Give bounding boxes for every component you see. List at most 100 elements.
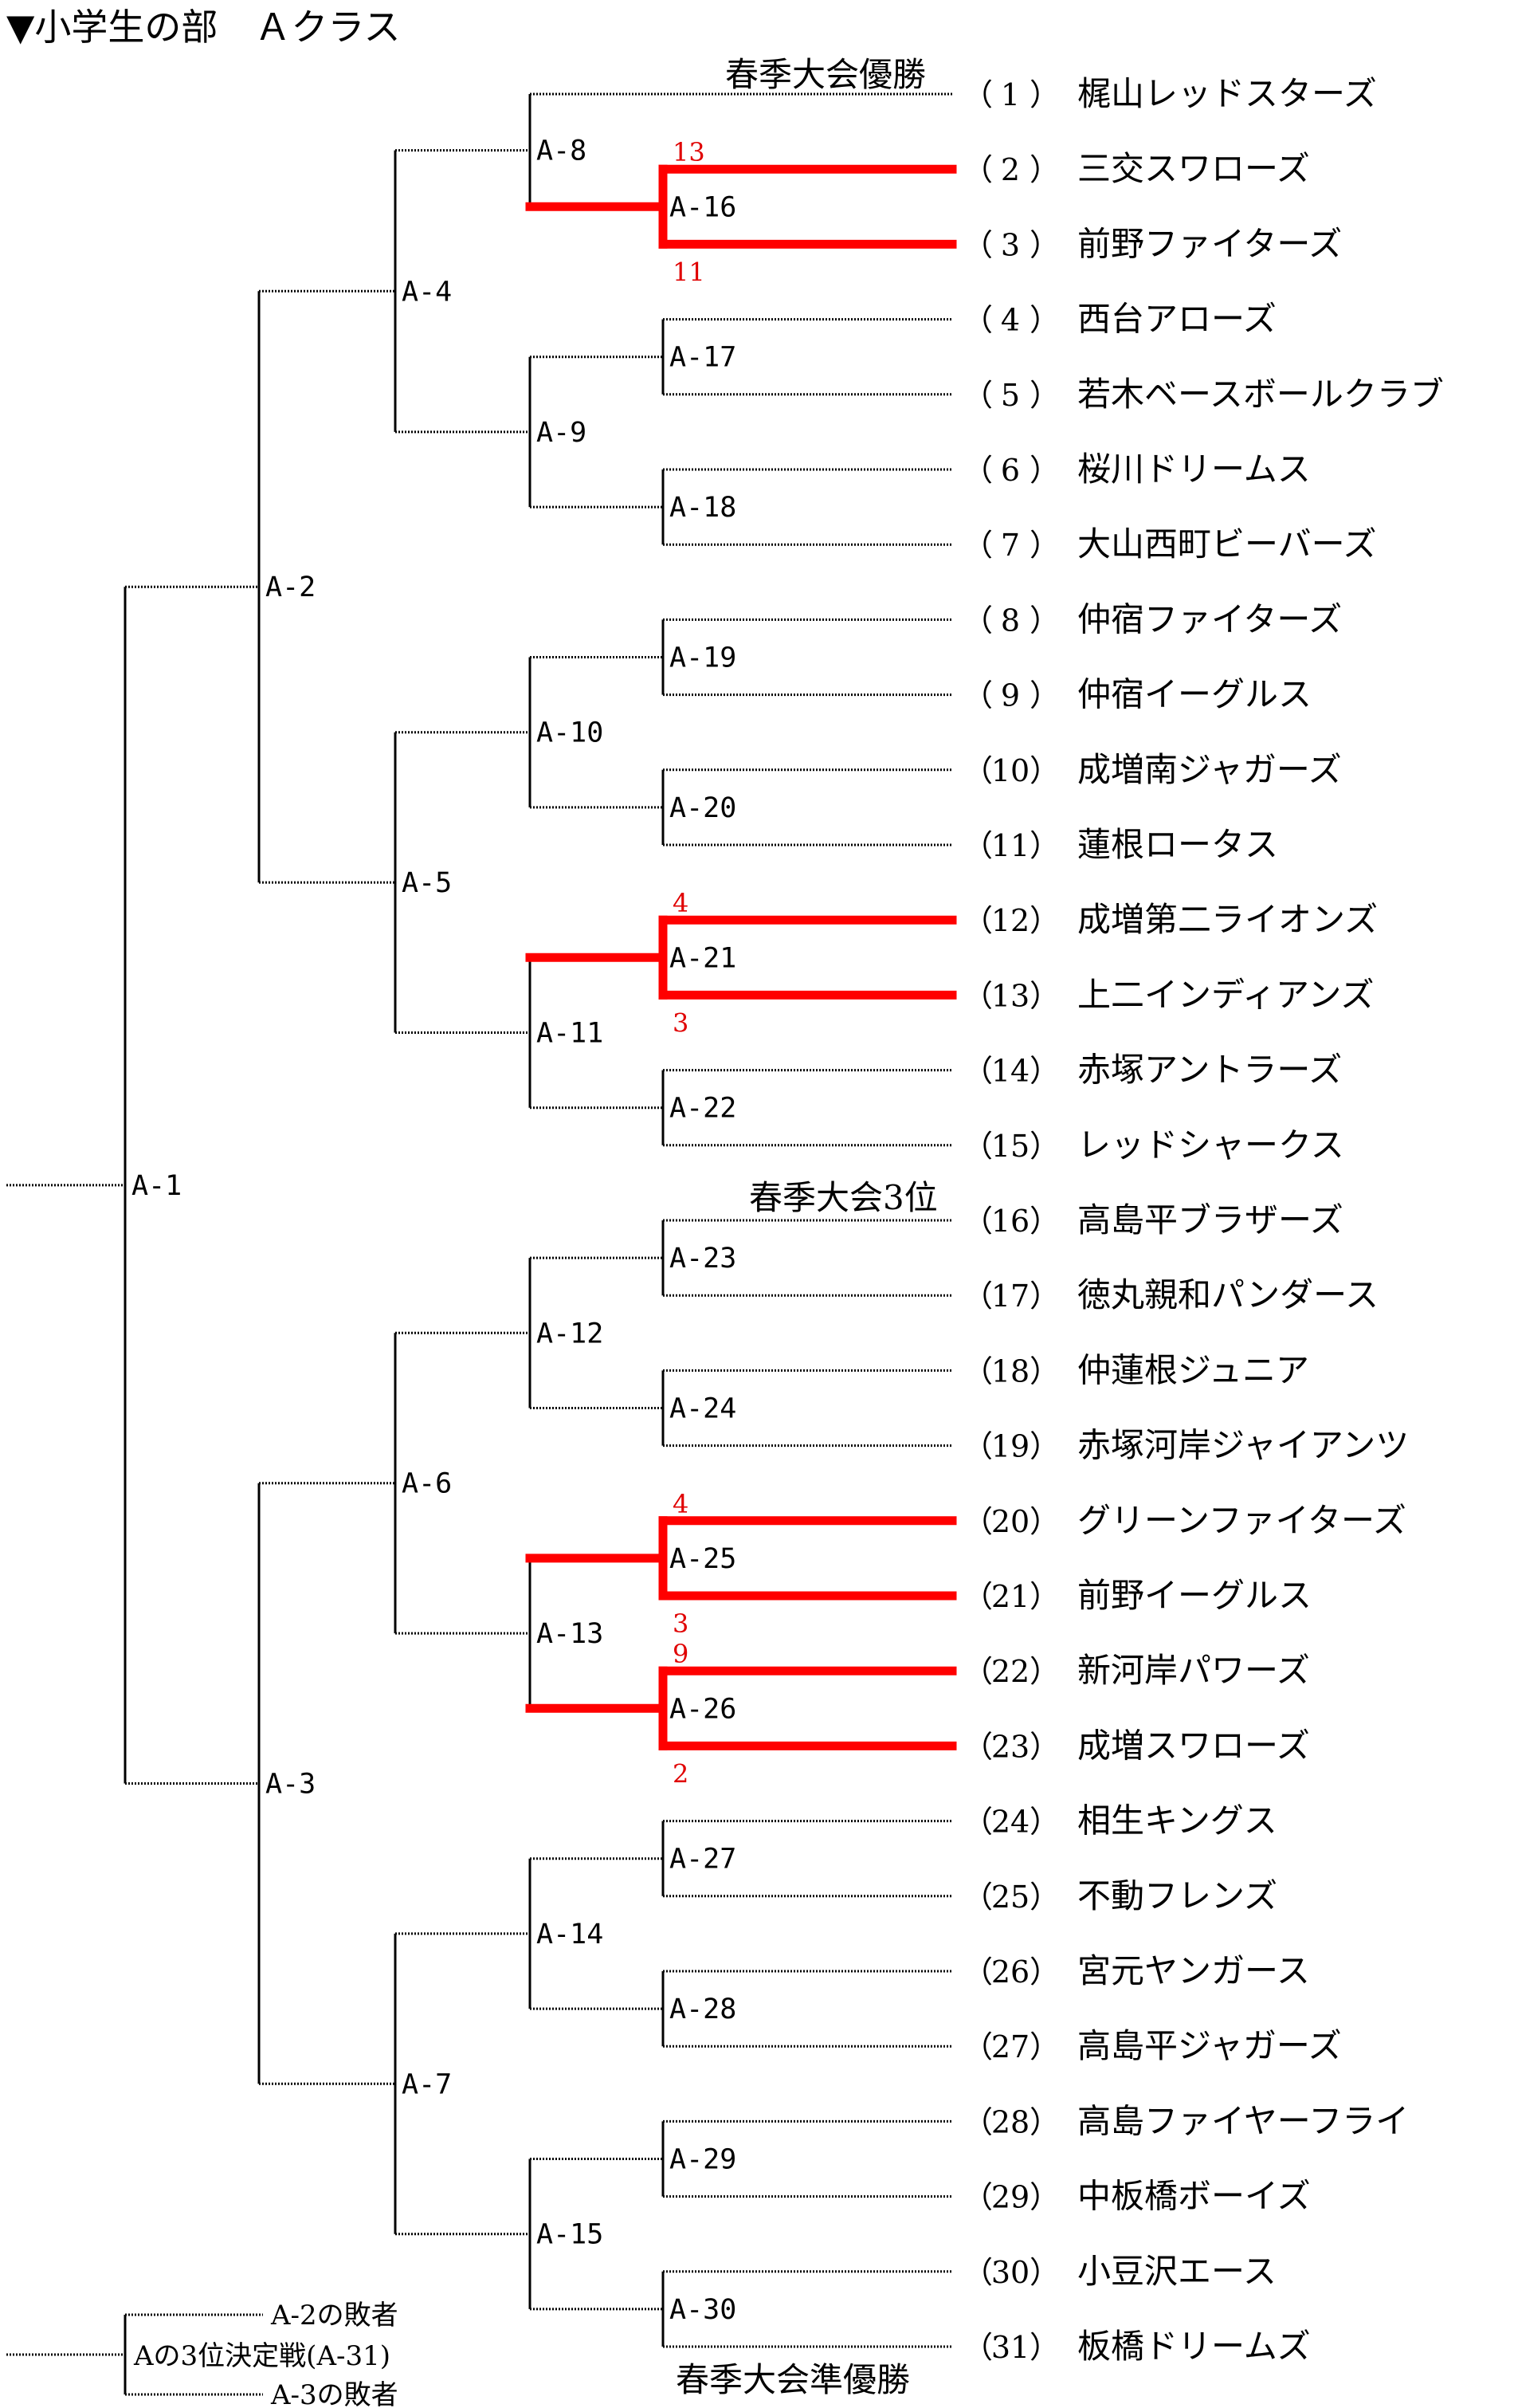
team-number-open: （ [963,1429,993,1464]
match-labels: A-16A-17A-18A-19A-20A-21A-22A-23A-24A-25… [131,136,736,2326]
team-number: 7 [1001,528,1020,563]
team-entry: （17）徳丸親和パンダース [963,1275,1379,1314]
team-name: 相生キングス [1077,1801,1277,1840]
team-number-open: （ [963,1204,993,1239]
team-number-open: （ [963,1279,993,1314]
team-entry: （8 ） 仲宿ファイターズ [963,599,1342,638]
team-number-close: ） [1030,678,1060,713]
team-name: 小豆沢エース [1077,2252,1277,2291]
team-entry: （29）中板橋ボーイズ [963,2177,1311,2216]
team-number-close: ） [1030,603,1060,638]
match-label-a-5: A-5 [402,867,452,899]
match-label-a-14: A-14 [536,1919,603,1950]
team-number-open: （ [963,1579,993,1614]
team-number-open: （ [963,303,993,338]
team-number-close: ） [1030,1579,1060,1614]
team-number-open: （ [963,378,993,413]
team-number: 15 [991,1129,1030,1164]
team-number: 9 [1001,678,1020,713]
score-bottom-a-21: 3 [673,1008,688,1038]
team-entry: （21）前野イーグルス [963,1576,1312,1615]
team-number: 1 [1001,77,1020,112]
team-number-open: （ [963,603,993,638]
team-number-open: （ [963,1353,993,1389]
score-top-a-21: 4 [673,888,688,918]
team-number: 26 [991,1954,1030,1990]
team-number-close: ） [1030,1504,1060,1539]
team-name: レッドシャークス [1077,1125,1344,1165]
team-number: 6 [1001,453,1020,488]
team-entry: （30）小豆沢エース [963,2252,1277,2291]
team-entry: （26）宮元ヤンガース [963,1951,1310,1990]
team-number-open: （ [963,2330,993,2365]
team-number-open: （ [963,2180,993,2215]
team-number-close: ） [1030,978,1060,1013]
team-number-close: ） [1030,2180,1060,2215]
team-number: 10 [991,753,1030,788]
team-name: 前野ファイターズ [1077,224,1342,263]
team-number-close: ） [1030,2104,1060,2139]
team-number-open: （ [963,1129,993,1164]
team-entry: （18）仲蓮根ジュニア [963,1350,1309,1389]
match-label-a-24: A-24 [669,1393,736,1425]
team-number-close: ） [1030,1353,1060,1389]
team-number-close: ） [1030,1054,1060,1089]
match-label-a-8: A-8 [536,136,586,167]
team-number-close: ） [1030,2330,1060,2365]
score-bottom-a-25: 3 [673,1609,688,1639]
team-number-close: ） [1030,1429,1060,1464]
team-name: 高島平ブラザーズ [1077,1200,1343,1239]
team-list: （1）梶山レッドスターズ（2）三交スワローズ（3）前野ファイターズ（4）西台アロ… [963,74,1444,2366]
team-number-close: ） [1030,227,1060,262]
team-name: 高島ファイヤーフライ [1077,2101,1409,2140]
match-label-a-26: A-26 [669,1693,736,1725]
match-label-a-3: A-3 [265,1769,316,1801]
team-number: 21 [991,1579,1030,1614]
match-label-a-20: A-20 [669,792,736,824]
team-number-close: ） [1030,1204,1060,1239]
team-name: 西台アローズ [1077,300,1277,339]
team-number: 25 [991,1880,1030,1915]
team-name: 成増南ジャガーズ [1077,750,1342,789]
team-name: 不動フレンズ [1077,1876,1277,1915]
team-entry: （5）若木ベースボールクラブ [963,375,1444,414]
team-name: 桜川ドリームス [1077,450,1311,489]
team-number-close: ） [1030,2255,1060,2290]
team-number: 27 [991,2029,1030,2064]
team-number: 11 [991,828,1030,863]
team-number: 8 [1001,603,1020,638]
match-label-a-10: A-10 [536,717,603,749]
team-name: 若木ベースボールクラブ [1077,375,1444,414]
third-place-label: Aの3位決定戦(A-31) [133,2340,390,2372]
match-label-a-7: A-7 [402,2068,452,2100]
team-name: 新河岸パワーズ [1077,1651,1310,1690]
team-entry: （24）相生キングス [963,1801,1277,1840]
team-entry: （23）成増スワローズ [963,1726,1310,1765]
team-entry: （4）西台アローズ [963,300,1277,339]
team-number-close: ） [1030,2029,1060,2064]
bracket-lines [6,92,952,2396]
team-number: 2 [1001,152,1020,187]
match-label-a-28: A-28 [669,1994,736,2025]
team-entry: （27）高島平ジャガーズ [963,2026,1342,2065]
team-name: 仲宿ファイターズ [1077,599,1342,638]
team-number: 24 [991,1805,1030,1840]
team-entry: （20）グリーンファイターズ [963,1501,1406,1540]
page-title: ▼小学生の部 Ａクラス [6,6,400,49]
match-label-a-15: A-15 [536,2219,603,2251]
team-entry: （6）桜川ドリームス [963,450,1311,489]
match-label-a-29: A-29 [669,2144,736,2176]
match-label-a-18: A-18 [669,492,736,524]
team-number-close: ） [1030,1654,1060,1689]
team-number: 14 [991,1054,1030,1089]
team-number-close: ） [1030,378,1060,413]
match-label-a-6: A-6 [402,1468,452,1500]
team-name: 高島平ジャガーズ [1077,2026,1342,2065]
team-entry: （12）成増第二ライオンズ [963,900,1378,939]
match-label-a-2: A-2 [265,572,316,603]
team-number-open: （ [963,678,993,713]
team-number-open: （ [963,978,993,1013]
team-number-open: （ [963,1654,993,1689]
team-entry: （2）三交スワローズ [963,149,1310,188]
team-number-close: ） [1030,828,1060,863]
